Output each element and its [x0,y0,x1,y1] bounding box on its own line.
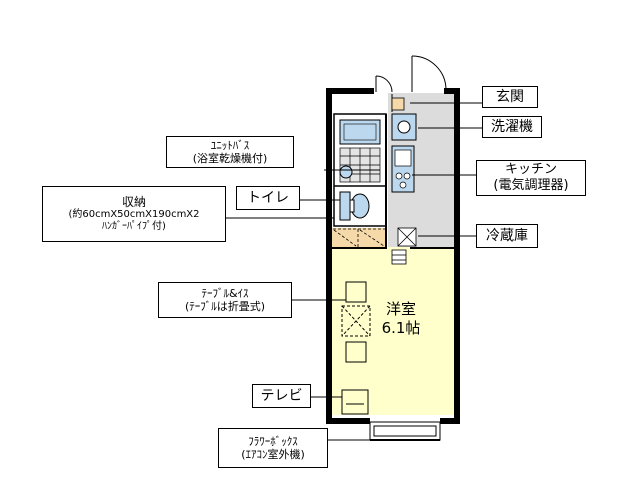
label-washer: 洗濯機 [482,116,542,138]
room-size-text: 6.1帖 [381,318,421,337]
bathtub [339,119,381,145]
outer-wall-top-left [326,88,374,94]
outer-wall-bottom-left [326,418,370,424]
label-toilet: トイレ [236,186,300,210]
room-name: 洋室 6.1帖 [371,300,431,338]
storage-closet [333,228,386,247]
flower-box [369,421,441,441]
toilet-icon [339,191,370,221]
living-room-door [391,249,407,265]
living-room-floor [331,247,455,415]
entrance-step [391,97,405,111]
room-name-text: 洋室 [385,300,416,318]
outer-wall-top-right [444,88,460,94]
label-fridge: 冷蔵庫 [476,224,538,248]
label-storage: 収納 (約60cmX50cmX190cmX2 ﾊﾝｶﾞｰﾊﾟｲﾌﾟ付) [42,186,226,242]
kitchen-counter [391,145,415,193]
table-and-chairs [341,281,371,363]
label-entrance: 玄関 [482,86,538,108]
label-flower-box: ﾌﾗﾜｰﾎﾞｯｸｽ (ｴｱｺﾝ室外機) [218,428,328,468]
leader-lines [226,102,482,441]
washing-machine-icon [391,113,417,141]
entrance-door [375,55,447,93]
outer-wall-right [454,90,460,424]
label-table-chairs: ﾃｰﾌﾞﾙ&ｲｽ (ﾃｰﾌﾞﾙは折畳式) [158,282,292,318]
outer-wall-left [326,90,332,424]
storage-floor [331,228,386,248]
label-unit-bath: ﾕﾆｯﾄﾊﾞｽ (浴室乾燥機付) [166,136,294,168]
outer-wall-bottom-right [440,418,460,424]
label-tv: テレビ [252,384,311,408]
refrigerator-icon [397,227,417,247]
label-kitchen: キッチン (電気調理器) [476,160,586,196]
tv-stand [341,389,369,415]
bath-sink-icon [339,165,353,179]
